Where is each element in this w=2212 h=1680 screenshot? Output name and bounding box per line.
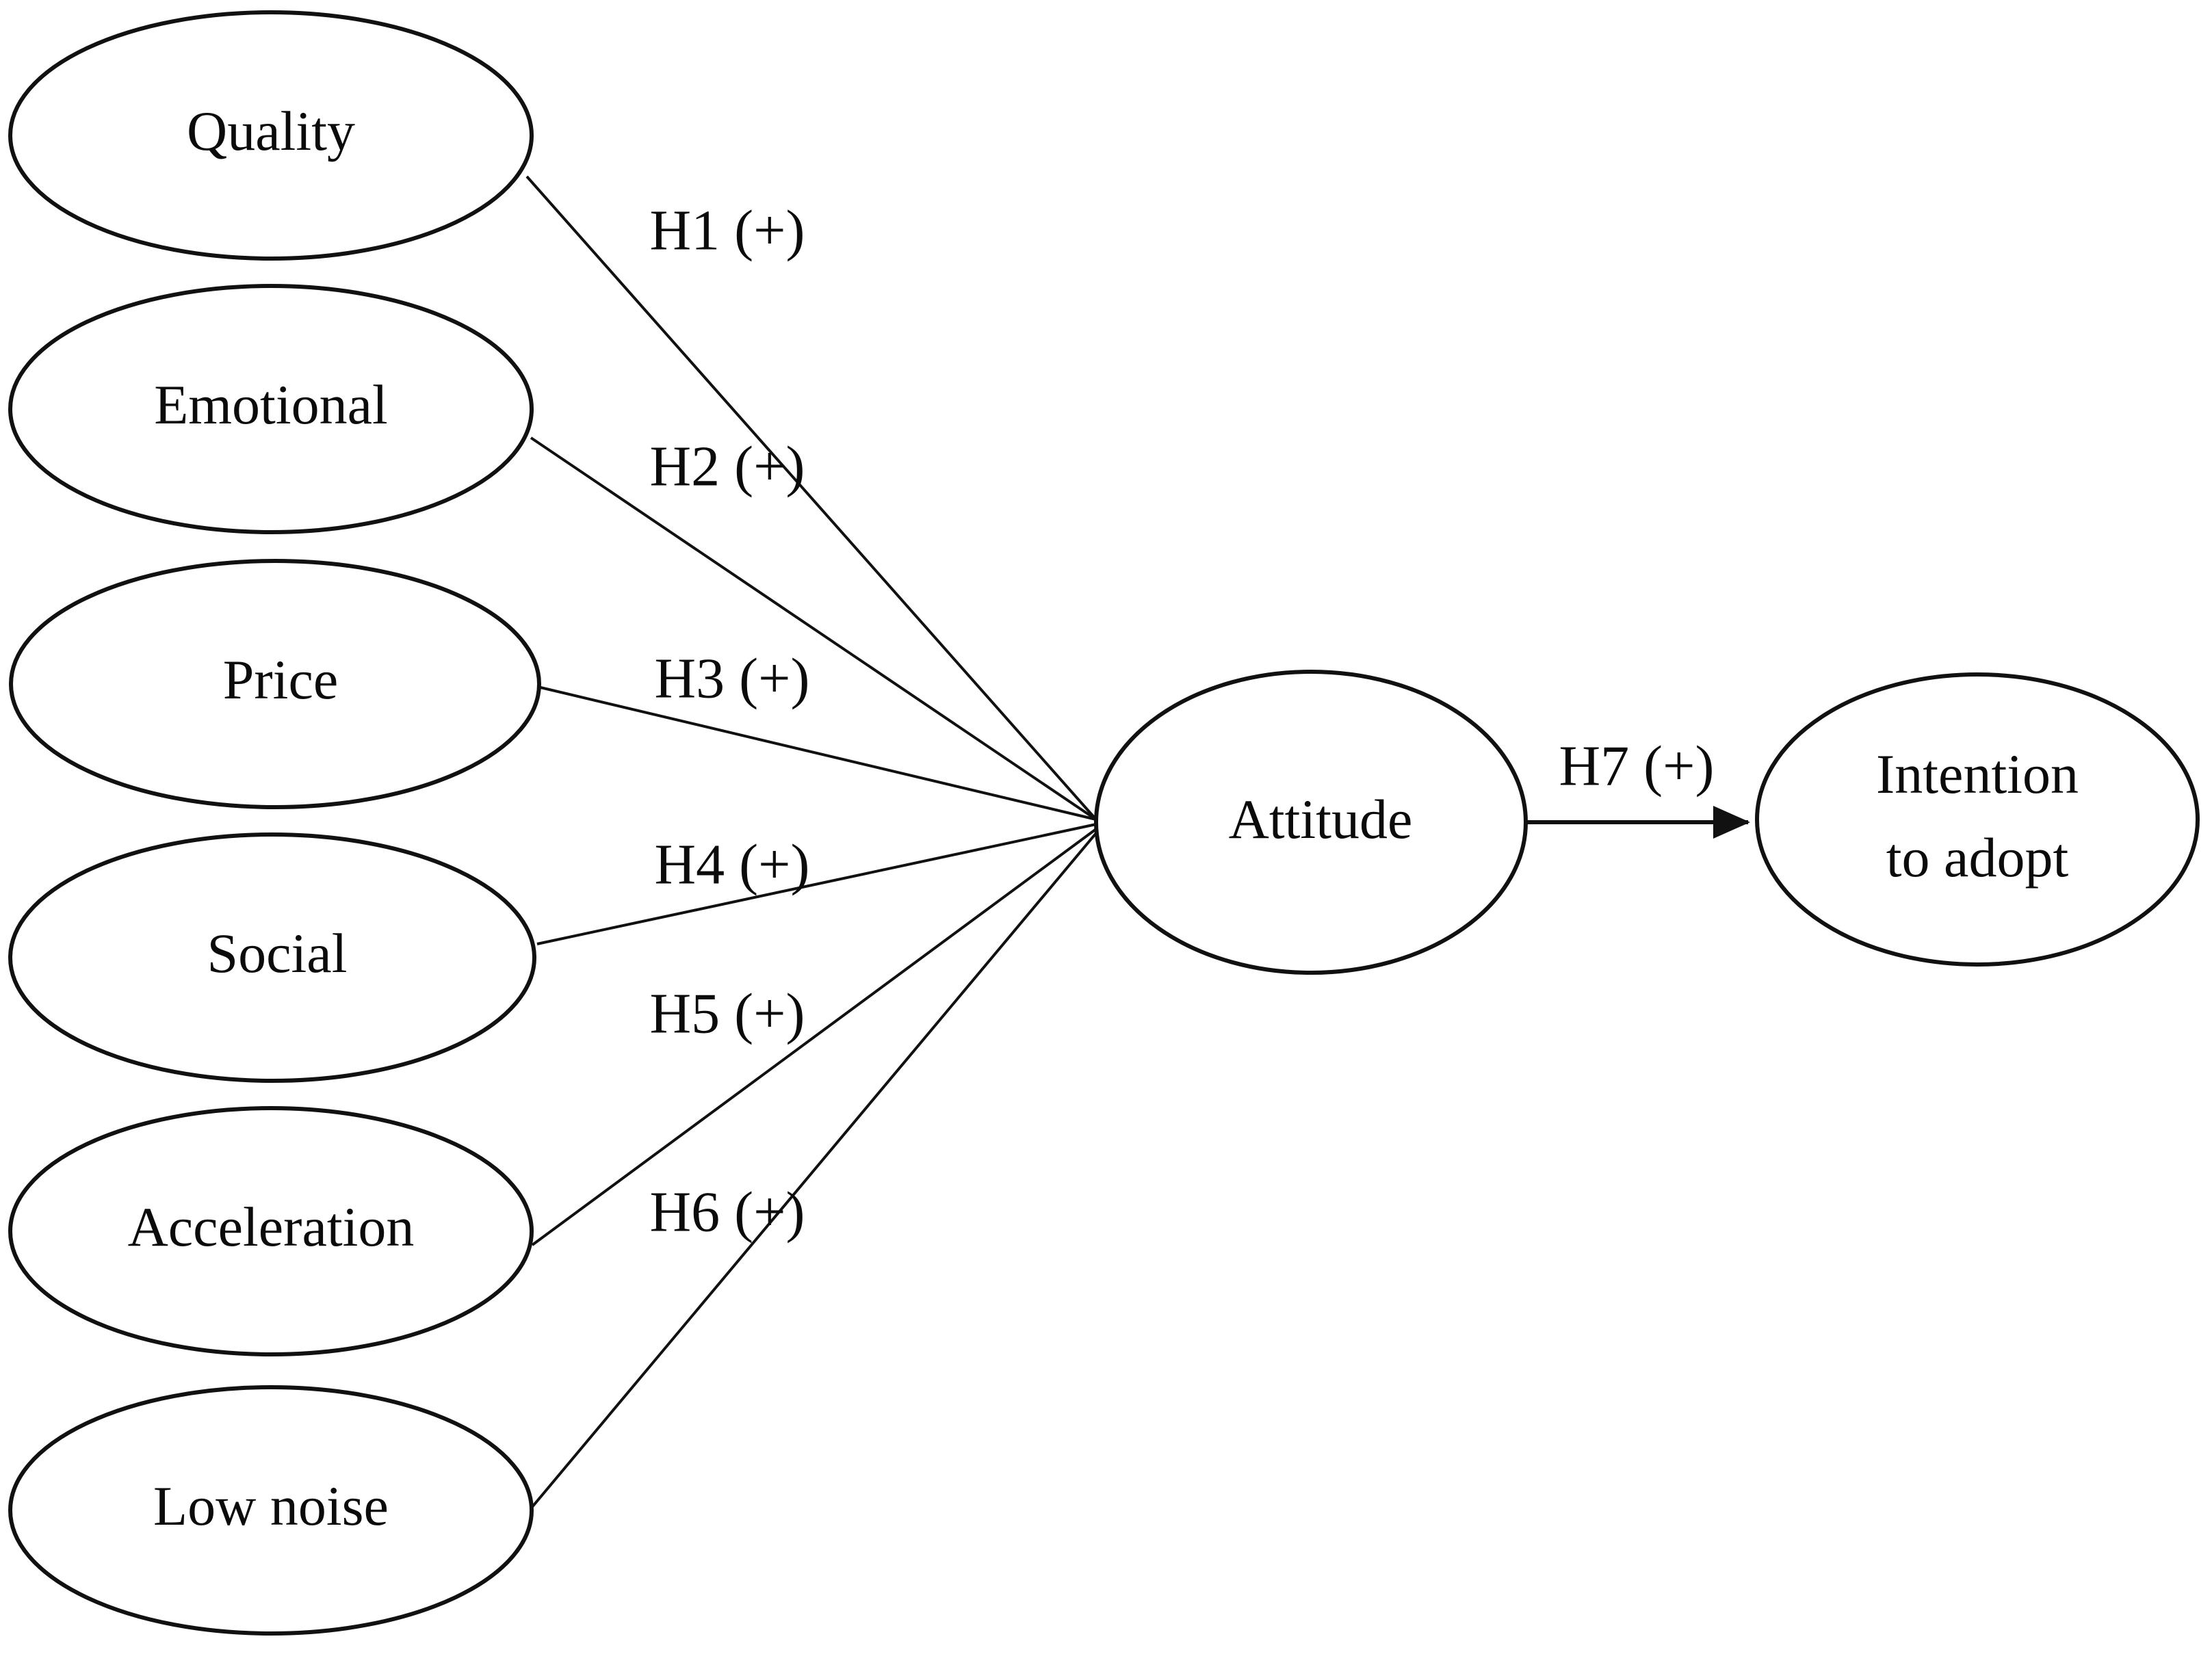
antecedent-label-social: Social bbox=[207, 922, 348, 984]
outcome-label-line1: Intention bbox=[1876, 743, 2079, 805]
mediator-label-attitude: Attitude bbox=[1229, 788, 1413, 850]
ellipse-shape bbox=[8, 10, 534, 261]
ellipse-shape bbox=[1755, 672, 2200, 967]
link-h4-social-attitude bbox=[536, 823, 1097, 945]
hypothesis-label-h4: H4 (+) bbox=[655, 832, 810, 896]
ellipse-shape bbox=[9, 559, 541, 809]
antecedent-label-quality: Quality bbox=[187, 100, 355, 162]
hypothesis-label-h3: H3 (+) bbox=[655, 646, 810, 710]
hypothesis-label-h1: H1 (+) bbox=[650, 198, 805, 262]
antecedent-node-acceleration[interactable]: Acceleration bbox=[8, 1106, 534, 1356]
hypothesis-label-h7: H7 (+) bbox=[1559, 734, 1715, 798]
ellipse-shape bbox=[8, 1106, 534, 1356]
antecedent-label-acceleration: Acceleration bbox=[128, 1196, 415, 1258]
hypothesis-label-h2: H2 (+) bbox=[650, 434, 805, 498]
antecedent-node-social[interactable]: Social bbox=[8, 832, 536, 1083]
hypothesis-links bbox=[525, 175, 1123, 1513]
antecedent-label-emotional: Emotional bbox=[154, 373, 388, 436]
link-h2-emotional-attitude bbox=[530, 436, 1097, 821]
antecedent-node-quality[interactable]: Quality bbox=[8, 10, 534, 261]
hypothesis-label-h5: H5 (+) bbox=[650, 982, 805, 1045]
outcome-label-line2: to adopt bbox=[1886, 826, 2069, 889]
hypothesis-label-h6: H6 (+) bbox=[650, 1180, 805, 1244]
antecedent-label-price: Price bbox=[223, 648, 338, 711]
link-h3-price-attitude bbox=[540, 686, 1097, 821]
ellipse-shape bbox=[8, 1385, 534, 1636]
link-h6-lownoise-attitude bbox=[527, 832, 1097, 1513]
antecedent-node-emotional[interactable]: Emotional bbox=[8, 284, 534, 534]
link-h1-quality-attitude bbox=[525, 175, 1097, 821]
link-h5-acceleration-attitude bbox=[531, 828, 1097, 1246]
ellipse-shape bbox=[8, 832, 536, 1083]
outcome-node-intention-to-adopt[interactable]: Intention to adopt bbox=[1755, 672, 2200, 967]
antecedent-label-low-noise: Low noise bbox=[153, 1475, 389, 1537]
ellipse-shape bbox=[8, 284, 534, 534]
ellipse-shape bbox=[1094, 670, 1528, 975]
antecedent-node-price[interactable]: Price bbox=[9, 559, 541, 809]
antecedent-node-low-noise[interactable]: Low noise bbox=[8, 1385, 534, 1636]
mediator-node-attitude[interactable]: Attitude bbox=[1094, 670, 1528, 975]
hypothesis-labels: H1 (+) H2 (+) H3 (+) H4 (+) H5 (+) H6 (+… bbox=[650, 198, 1715, 1244]
